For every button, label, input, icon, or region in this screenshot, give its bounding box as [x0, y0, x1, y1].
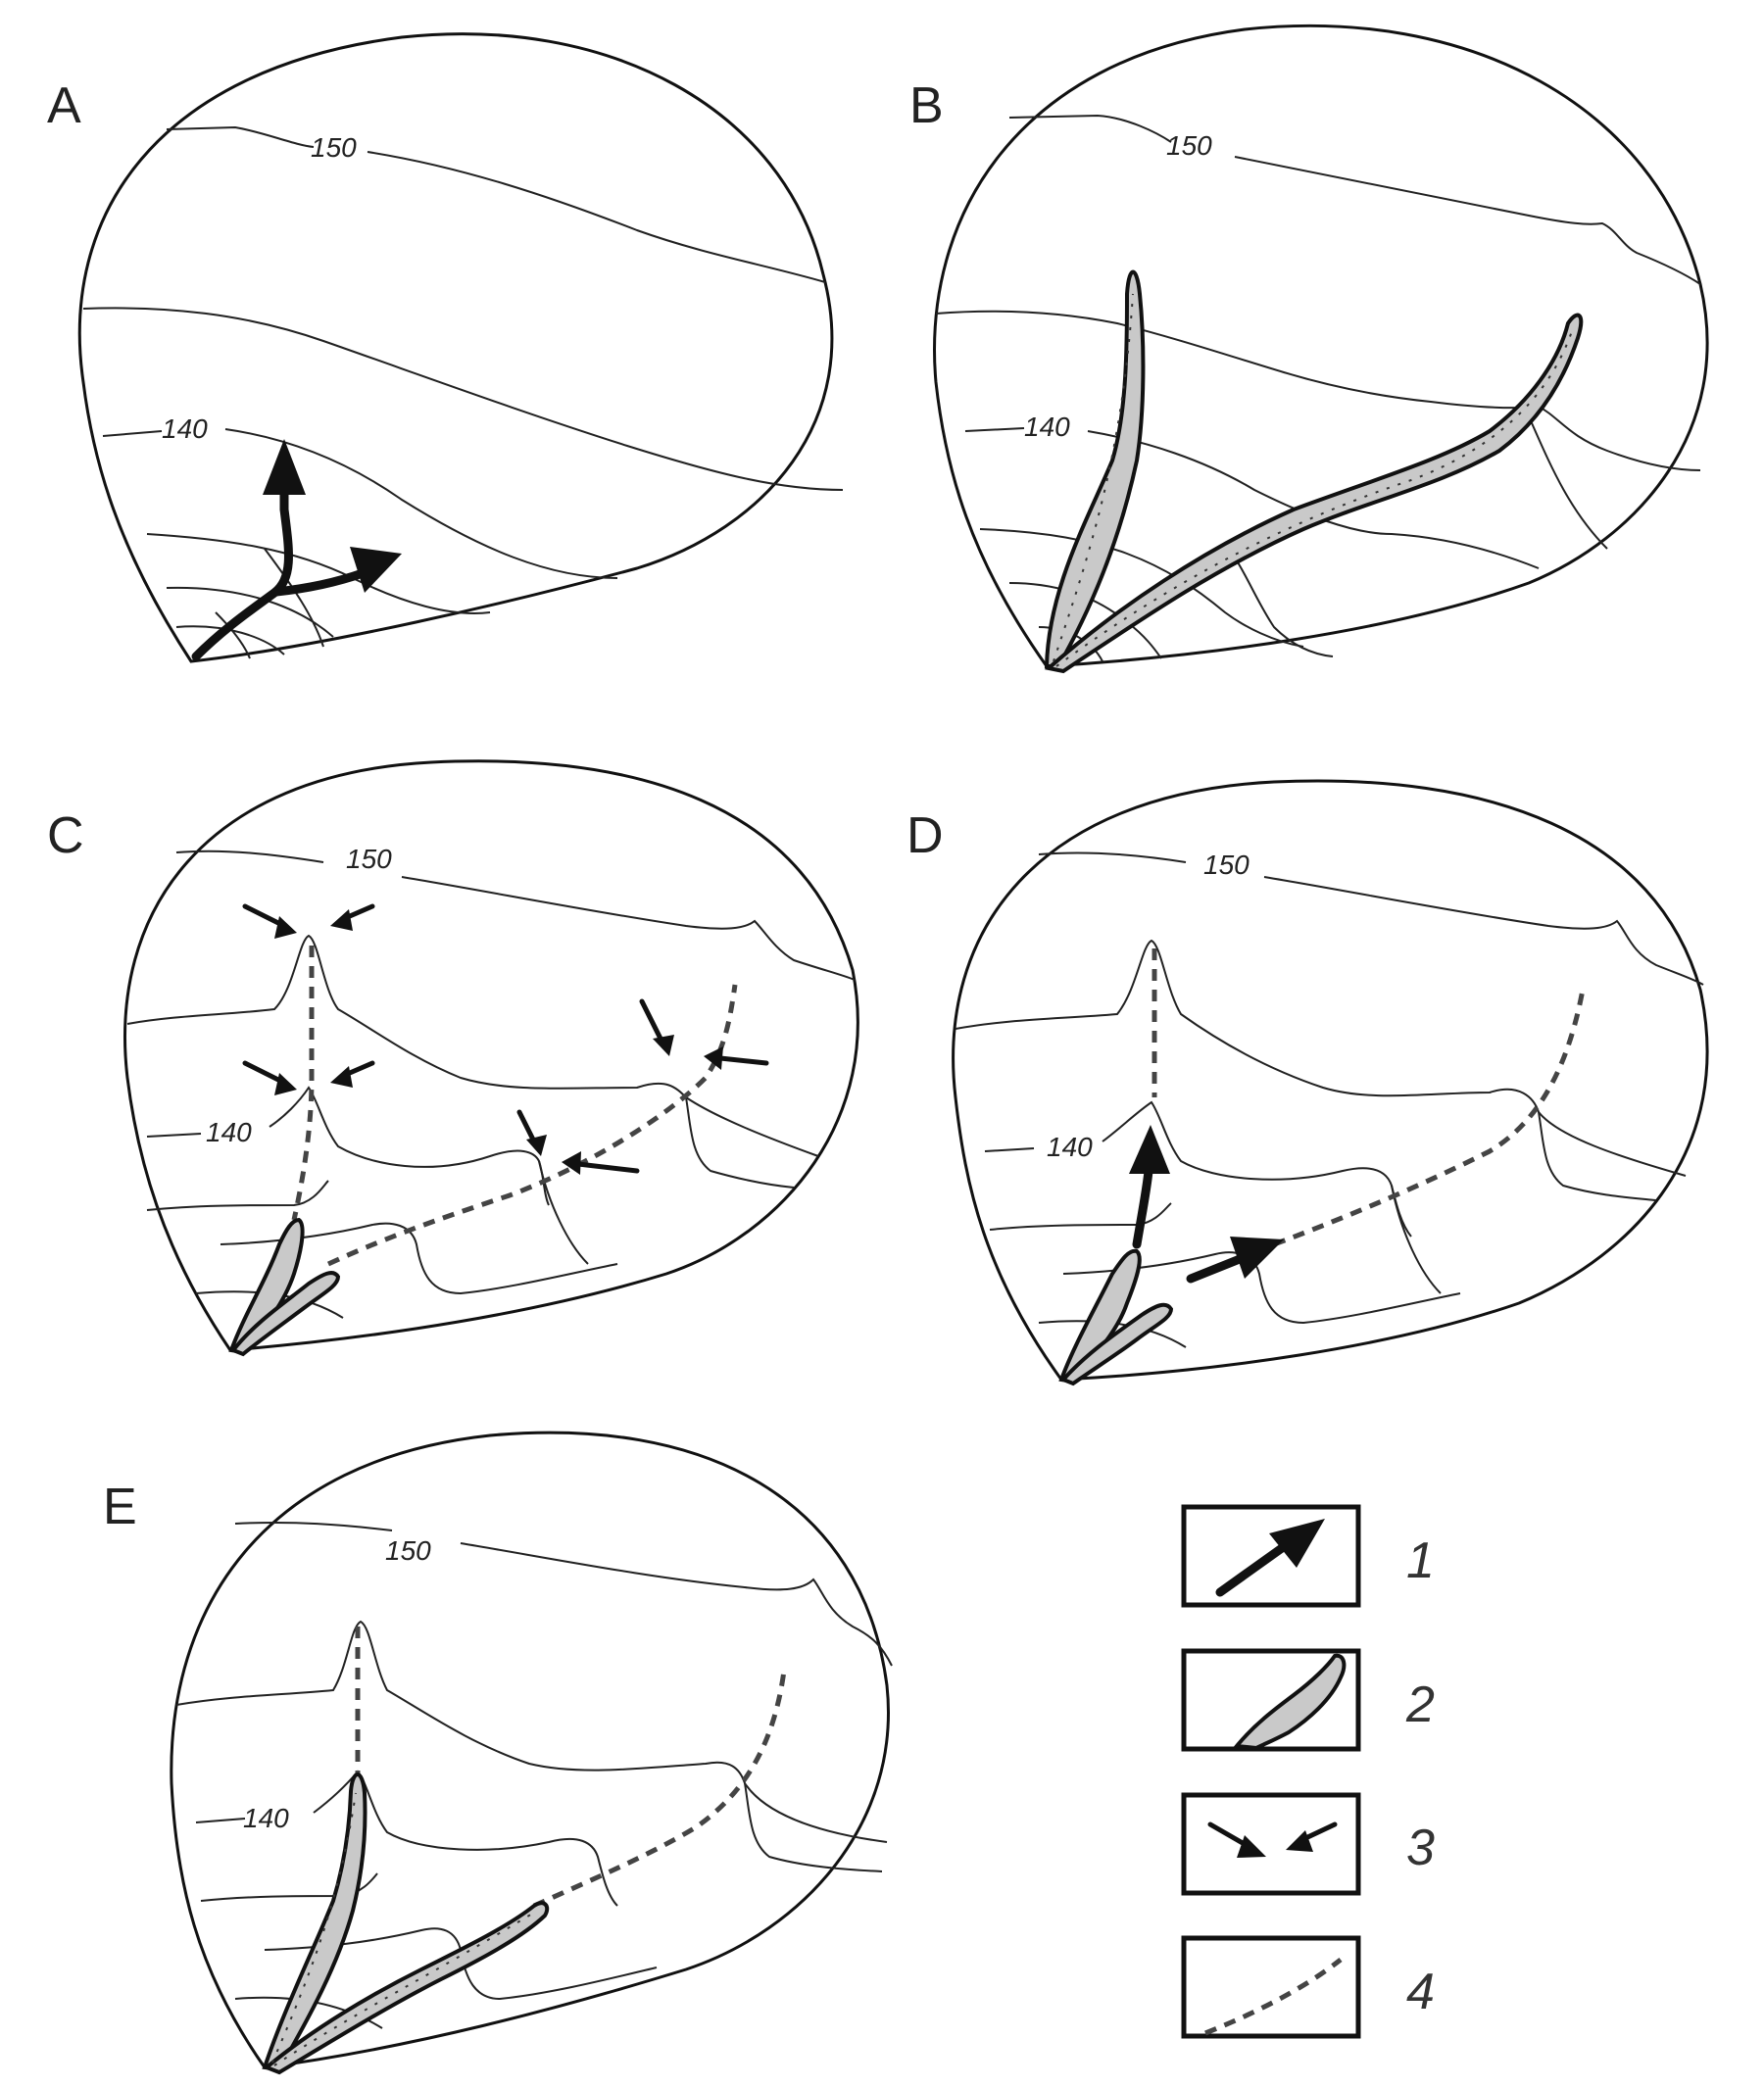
bold-arrow-icon: [1215, 1519, 1325, 1597]
legend-item-4: 4: [1181, 1935, 1435, 2039]
panel-c-label: C: [47, 807, 84, 864]
panel-e-basin-outline: [170, 1431, 890, 2069]
panel-b-basin-outline: [933, 24, 1709, 668]
panel-d-basin-outline: [952, 779, 1709, 1382]
panel-d-contours: [955, 851, 1704, 1348]
panel-b-label: B: [909, 77, 944, 134]
panel-c-basin-outline: [123, 759, 859, 1352]
panel-b-channel-north: [1044, 269, 1146, 668]
panel-c-contours: [126, 850, 856, 1319]
panel-a-contour-140: 140: [162, 413, 208, 444]
panel-a-basin-outline: [77, 32, 834, 663]
panel-e-proposed-paths: [355, 1627, 787, 1909]
panel-e: E 150 140: [103, 1431, 893, 2075]
panel-a-contours: [82, 125, 844, 659]
panel-e-contours: [175, 1521, 893, 2029]
panel-d-channels: [1058, 1248, 1174, 1386]
panel-b-contours: [935, 114, 1701, 662]
panel-e-channels: [262, 1772, 550, 2075]
panel-c-convergence-arrows: [242, 903, 769, 1175]
panel-b-contour-140: 140: [1024, 412, 1070, 442]
legend-number-4: 4: [1406, 1964, 1435, 2020]
channel-fill-icon: [1233, 1653, 1347, 1751]
panel-c: C 150 140: [47, 759, 859, 1357]
panel-c-contour-150: 150: [346, 844, 392, 874]
panel-a-arrowhead-up-icon: [263, 439, 306, 495]
panel-b-contour-150: 150: [1166, 130, 1212, 161]
panel-a-label: A: [47, 77, 81, 134]
panel-c-contour-140: 140: [206, 1117, 252, 1147]
panel-b-channel-east: [1044, 313, 1584, 674]
panel-d-arrowhead-right-icon: [1230, 1237, 1284, 1279]
panel-c-proposed-paths: [291, 946, 738, 1267]
panel-d-label: D: [906, 807, 944, 864]
panel-d-contour-140: 140: [1047, 1132, 1093, 1162]
panel-c-channel-east: [229, 1271, 341, 1357]
panel-e-contour-150: 150: [385, 1535, 431, 1566]
panel-d-arrowhead-up-icon: [1129, 1125, 1170, 1174]
panel-d-contour-150: 150: [1203, 850, 1250, 880]
panel-e-contour-140: 140: [243, 1803, 289, 1833]
panel-b: B 150 140: [909, 24, 1709, 674]
legend-box-3: [1181, 1792, 1361, 1896]
panel-a: A 150 140: [47, 32, 844, 663]
panel-d-flow-arrows: [1129, 1125, 1284, 1284]
panel-b-channels: [1044, 269, 1584, 674]
legend: 1 2 3 4: [1181, 1504, 1435, 2039]
panel-d-channel-east: [1059, 1302, 1174, 1386]
legend-item-1: 1: [1181, 1504, 1435, 1608]
panel-d: D 150 140: [906, 779, 1709, 1386]
panel-d-proposed-paths: [1152, 948, 1586, 1247]
panel-a-arrowhead-right-icon: [350, 547, 402, 593]
panel-a-contour-150: 150: [311, 132, 357, 163]
legend-box-4: [1181, 1935, 1361, 2039]
panel-e-label: E: [103, 1479, 137, 1535]
legend-item-2: 2: [1181, 1648, 1435, 1752]
legend-item-3: 3: [1181, 1792, 1435, 1896]
legend-number-2: 2: [1405, 1676, 1435, 1733]
panel-c-channels: [228, 1217, 341, 1357]
converging-arrows-icon: [1207, 1821, 1338, 1858]
legend-number-3: 3: [1406, 1820, 1435, 1876]
panel-a-flow-arrows: [191, 439, 402, 661]
legend-number-1: 1: [1406, 1532, 1435, 1589]
